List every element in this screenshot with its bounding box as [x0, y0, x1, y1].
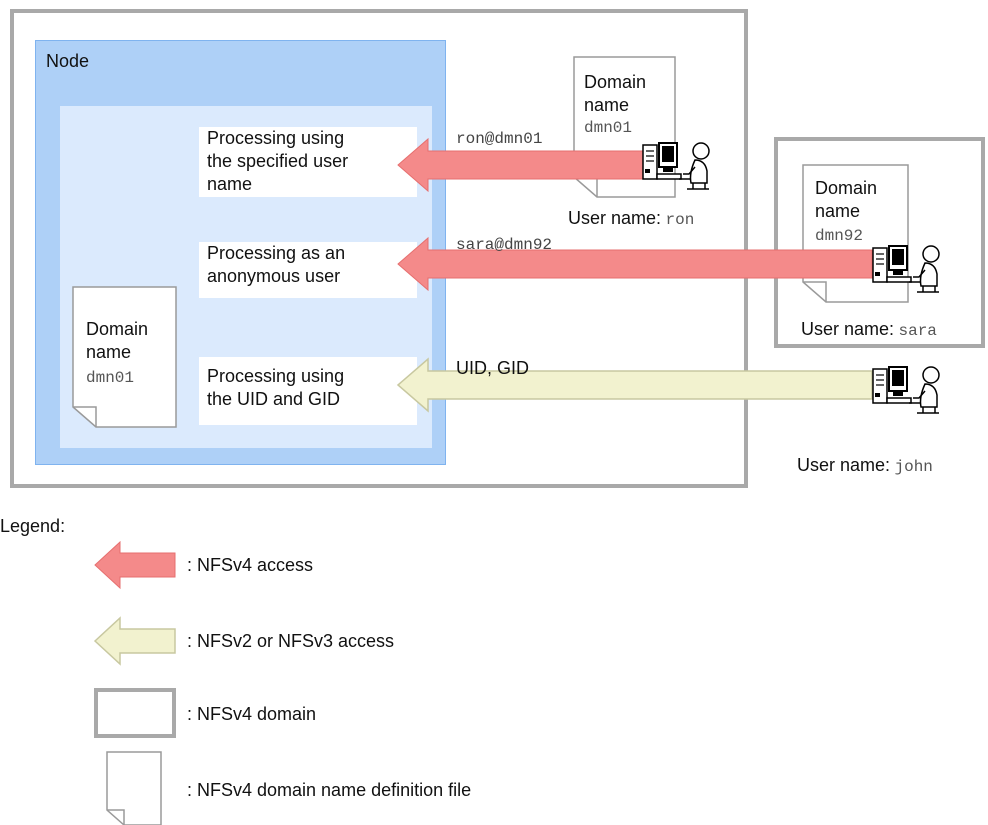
user-name-ron-prefix: User name:	[568, 208, 662, 228]
legend-nfsv23-access: : NFSv2 or NFSv3 access	[187, 631, 395, 651]
john-workstation-icon	[872, 366, 940, 414]
user-name-sara-prefix: User name:	[801, 319, 895, 339]
legend-definition-file: : NFSv4 domain name definition file	[187, 780, 472, 800]
legend-title: Legend:	[0, 516, 66, 536]
sara-file-domain: dmn92	[815, 227, 864, 245]
user-name-john-prefix: User name:	[797, 455, 891, 475]
user-name-john: User name: john	[797, 454, 933, 477]
ron-file-domain: dmn01	[584, 119, 633, 137]
user-name-john-value: john	[894, 458, 933, 476]
user-name-sara: User name: sara	[801, 318, 937, 341]
nfsv4-arrow-sara	[397, 236, 873, 292]
legend-nfsv4-access: : NFSv4 access	[187, 555, 314, 575]
user-name-ron: User name: ron	[568, 207, 694, 230]
arrow-label-ron: ron@dmn01	[456, 130, 543, 148]
legend-nfsv23-arrow-icon	[93, 616, 176, 666]
arrow-label-john: UID, GID	[456, 358, 530, 378]
processing-uid-gid: Processing using the UID and GID	[199, 357, 417, 425]
processing-named-user: Processing using the specified user name	[199, 127, 417, 197]
legend-nfsv4-domain: : NFSv4 domain	[187, 704, 317, 724]
user-name-ron-value: ron	[665, 211, 695, 229]
node-definition-file-icon	[72, 286, 177, 428]
legend-nfsv4-arrow-icon	[94, 540, 176, 590]
ron-file-title: Domain name	[584, 72, 647, 115]
legend-file-icon	[106, 751, 162, 825]
processing-anonymous: Processing as an anonymous user	[199, 242, 417, 298]
nfsv2-nfsv3-arrow-john	[396, 357, 873, 413]
user-name-sara-value: sara	[898, 322, 937, 340]
node-file-domain: dmn01	[86, 369, 135, 387]
node-file-title: Domain name	[86, 319, 149, 362]
node-label: Node	[46, 51, 90, 71]
sara-file-title: Domain name	[815, 178, 878, 221]
legend-domain-icon	[94, 688, 176, 738]
arrow-label-sara: sara@dmn92	[456, 236, 553, 254]
